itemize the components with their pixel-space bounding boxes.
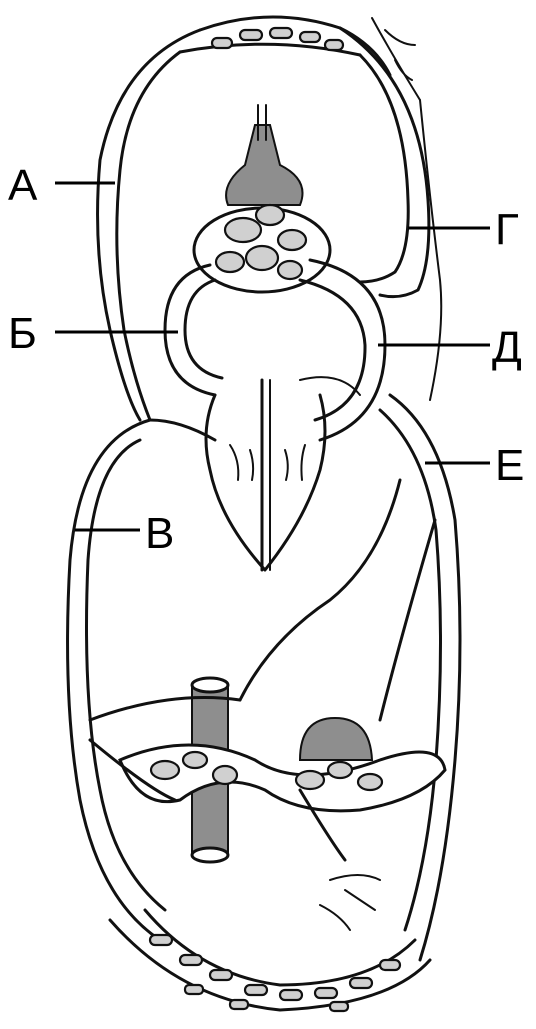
- upper-capillary-bed: [180, 17, 390, 75]
- label-e: Е: [495, 441, 524, 490]
- lung-upper: [226, 105, 302, 205]
- label-b: Б: [8, 309, 37, 358]
- nerve-branches-top: [372, 18, 441, 400]
- vessel-g: [340, 28, 429, 297]
- vessel-a: [98, 30, 200, 420]
- lower-capillary-beds: [90, 480, 445, 930]
- label-d: Д: [492, 323, 522, 372]
- bottom-capillary-bed: [110, 910, 430, 1011]
- label-v: В: [145, 509, 174, 558]
- vessel-v: [68, 420, 160, 940]
- heart: [206, 377, 360, 570]
- label-g: Г: [495, 205, 519, 254]
- organ-dome: [300, 718, 372, 760]
- label-a: А: [8, 161, 38, 210]
